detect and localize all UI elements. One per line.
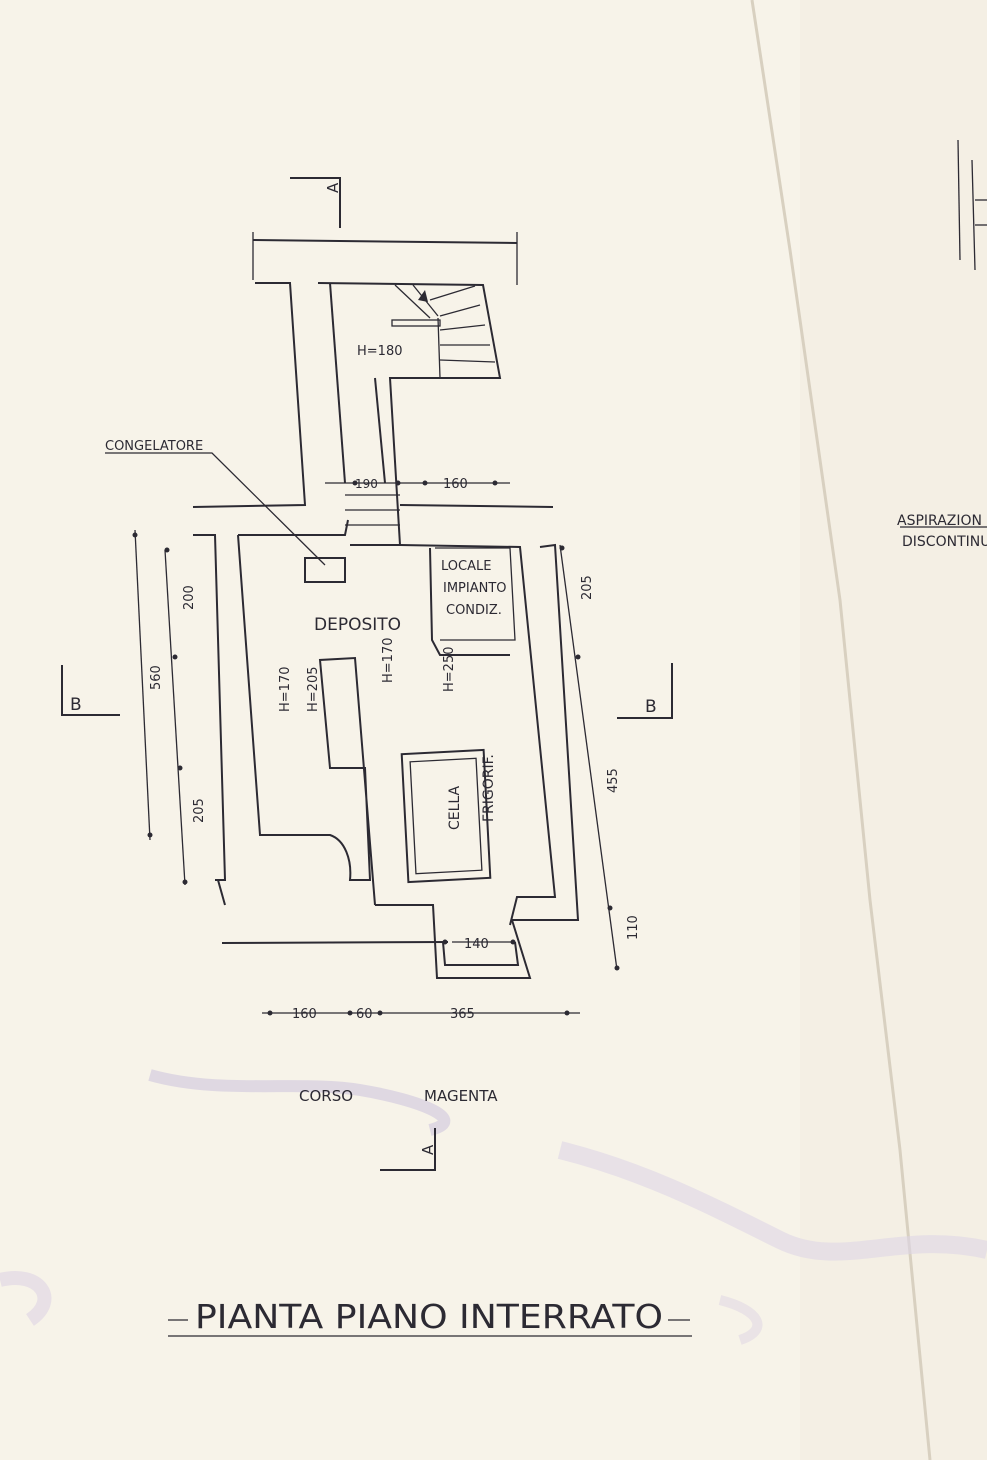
height-mid: H=170 (381, 638, 396, 683)
right-page-label-1: ASPIRAZION (897, 513, 982, 529)
congelatore-label: CONGELATORE (105, 439, 203, 454)
room-deposito: DEPOSITO (314, 615, 401, 635)
dim-560: 560 (149, 665, 164, 690)
section-markers (61, 177, 673, 1171)
dim-60: 60 (356, 1007, 373, 1022)
dim-205-right: 205 (580, 575, 595, 600)
room-locale-3: CONDIZ. (446, 603, 502, 618)
dim-110: 110 (626, 915, 641, 940)
section-mark-a-bottom: A (419, 1144, 437, 1155)
section-mark-b-right: B (645, 697, 657, 717)
height-stair: H=180 (357, 344, 402, 359)
right-page-label-2: DISCONTINU (902, 534, 987, 550)
room-cella-2: FRIGORIF. (481, 754, 497, 822)
dim-200: 200 (182, 585, 197, 610)
section-mark-b-left: B (70, 695, 82, 715)
walls (192, 232, 580, 979)
right-page-fragment: ASPIRAZION DISCONTINU (897, 139, 987, 550)
height-left-b: H=205 (306, 667, 321, 712)
dim-455: 455 (606, 768, 621, 793)
section-mark-a-top: A (324, 182, 342, 193)
dimension-lines (132, 480, 620, 1016)
street-word-1: CORSO (299, 1087, 353, 1105)
room-locale-2: IMPIANTO (443, 581, 507, 596)
drawing-title: PIANTA PIANO INTERRATO (195, 1297, 663, 1336)
dim-205-left: 205 (192, 798, 207, 823)
room-cella-1: CELLA (447, 785, 463, 830)
congelatore-leader (105, 452, 326, 566)
dim-190: 190 (355, 477, 378, 491)
dim-140: 140 (464, 937, 489, 952)
height-left-a: H=170 (278, 667, 293, 712)
dim-160-top: 160 (443, 477, 468, 492)
stair-treads (345, 284, 496, 526)
street-word-2: MAGENTA (424, 1087, 498, 1105)
room-locale-1: LOCALE (441, 559, 491, 574)
height-right: H=250 (442, 647, 457, 692)
dim-160-bottom: 160 (292, 1007, 317, 1022)
dim-365: 365 (450, 1007, 475, 1022)
